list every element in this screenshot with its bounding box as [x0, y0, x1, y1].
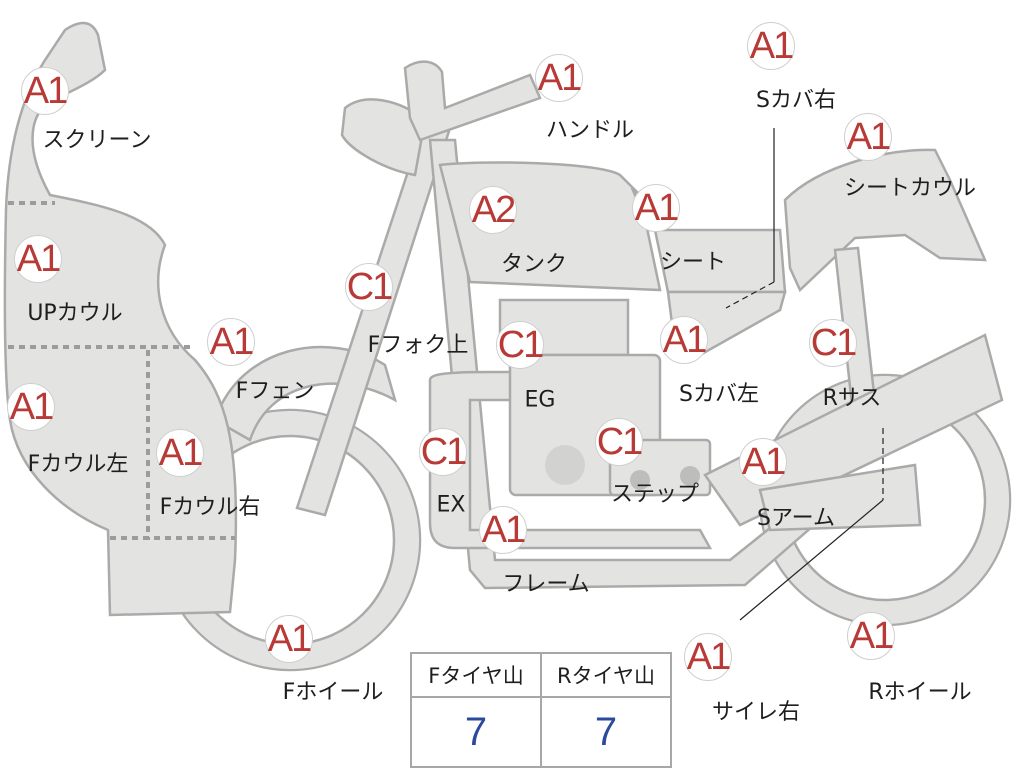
part-label: Sカバ左	[679, 382, 759, 407]
leader-muffler-right-diag	[739, 499, 884, 621]
frame-inner-shape	[428, 370, 713, 550]
headlight-shape	[340, 98, 427, 177]
part-label: Fカウル右	[159, 495, 261, 520]
part-label: シート	[659, 250, 727, 275]
rating-badge: A1	[14, 235, 62, 283]
rating-badge: C1	[809, 319, 857, 367]
rating-badge: A1	[632, 184, 680, 232]
muffler-shape	[758, 463, 922, 532]
rear-tread-value: 7	[540, 696, 672, 768]
front-tread-header: Fタイヤ山	[410, 652, 542, 698]
rating-badge: C1	[595, 418, 643, 466]
part-label: Fホイール	[282, 680, 384, 705]
step-peg-left	[630, 470, 650, 490]
part-label: ハンドル	[545, 118, 635, 143]
handlebar-shape	[403, 60, 542, 142]
step-peg-right	[680, 466, 700, 486]
rating-badge: A1	[660, 316, 708, 364]
part-label: EG	[524, 387, 556, 413]
rating-badge: A1	[847, 612, 895, 660]
engine-cover-shape	[545, 445, 585, 485]
rating-badge: A1	[844, 113, 892, 161]
rear-tread-header: Rタイヤ山	[540, 652, 672, 698]
rating-badge: C1	[345, 263, 393, 311]
rating-badge: A1	[535, 54, 583, 102]
part-label: UPカウル	[27, 301, 123, 326]
part-label: Sアーム	[757, 506, 835, 531]
rating-badge: A1	[684, 633, 732, 681]
rating-badge: A1	[747, 22, 795, 70]
part-label: Fフォク上	[367, 333, 469, 358]
front-tread-value: 7	[410, 696, 542, 768]
rating-badge: A1	[739, 438, 787, 486]
rating-badge: A1	[265, 615, 313, 663]
part-label: シートカウル	[843, 176, 977, 201]
part-label: Rサス	[822, 386, 882, 411]
part-label: ステップ	[610, 482, 700, 507]
tire-tread-table: Fタイヤ山 Rタイヤ山 7 7	[410, 652, 672, 768]
part-label: フレーム	[502, 572, 590, 597]
part-label: タンク	[500, 252, 568, 277]
part-label: サイレ右	[711, 700, 801, 725]
leader-side-cover-right-end	[725, 281, 775, 309]
part-label: Rホイール	[868, 680, 972, 705]
rating-badge: A1	[207, 318, 255, 366]
rating-badge: A2	[469, 186, 517, 234]
rating-badge: A1	[21, 67, 69, 115]
rating-badge: A1	[479, 506, 527, 554]
rating-badge: C1	[419, 428, 467, 476]
part-label: スクリーン	[42, 128, 152, 153]
rating-badge: C1	[496, 321, 544, 369]
rating-badge: A1	[156, 429, 204, 477]
part-label: EX	[436, 492, 466, 518]
rating-badge: A1	[7, 383, 55, 431]
part-label: Sカバ右	[756, 88, 836, 113]
part-label: Fカウル左	[27, 452, 129, 477]
part-label: Fフェン	[235, 379, 315, 404]
